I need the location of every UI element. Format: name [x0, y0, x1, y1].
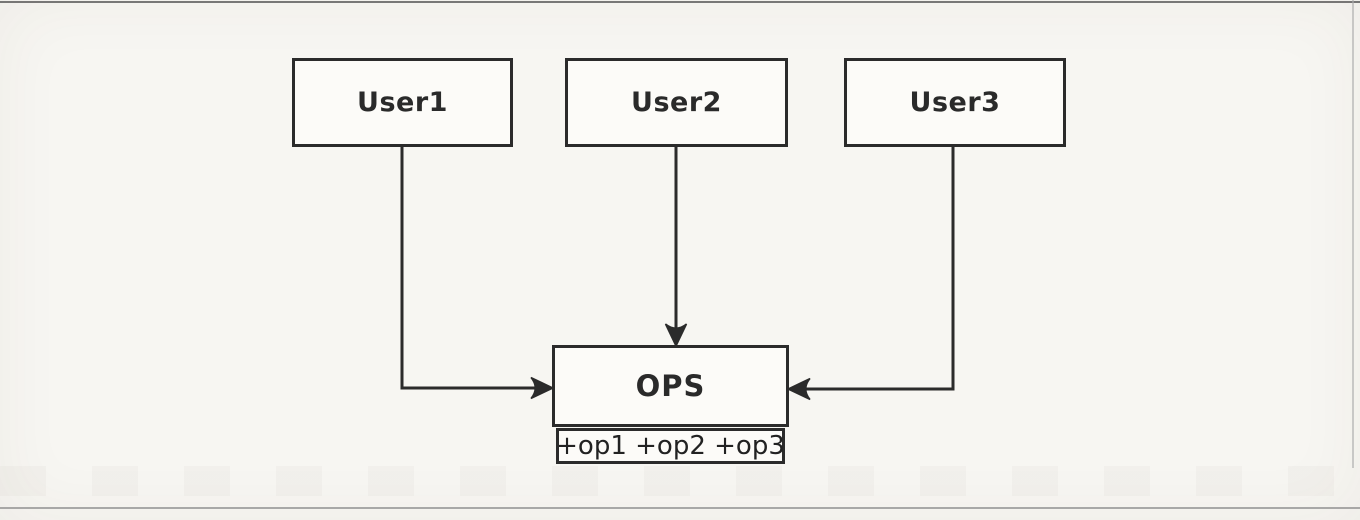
node-user3: User3: [844, 58, 1066, 147]
scan-edge-top-line: [0, 1, 1360, 3]
node-ops-operations-compartment: +op1 +op2 +op3: [556, 428, 785, 464]
scan-edge-bottom-line: [0, 507, 1360, 509]
node-user2: User2: [565, 58, 788, 147]
scan-edge-right-line: [1352, 0, 1354, 468]
arrowhead-user1-ops: [530, 376, 555, 400]
node-ops: OPS +op1 +op2 +op3: [552, 345, 789, 464]
node-user2-label: User2: [631, 87, 722, 118]
edge-user3-ops: [806, 147, 955, 391]
edge-user1-ops: [400, 147, 536, 390]
arrowhead-user3-ops: [786, 377, 811, 401]
node-user1-label: User1: [357, 87, 448, 118]
arrowhead-user2-ops: [664, 323, 688, 348]
node-ops-operations-label: +op1 +op2 +op3: [556, 431, 785, 461]
node-user1: User1: [292, 58, 513, 147]
node-user3-label: User3: [909, 87, 1001, 118]
node-ops-title-compartment: OPS: [552, 345, 789, 427]
scan-texture-band: [0, 466, 1360, 496]
node-ops-label: OPS: [635, 369, 706, 403]
